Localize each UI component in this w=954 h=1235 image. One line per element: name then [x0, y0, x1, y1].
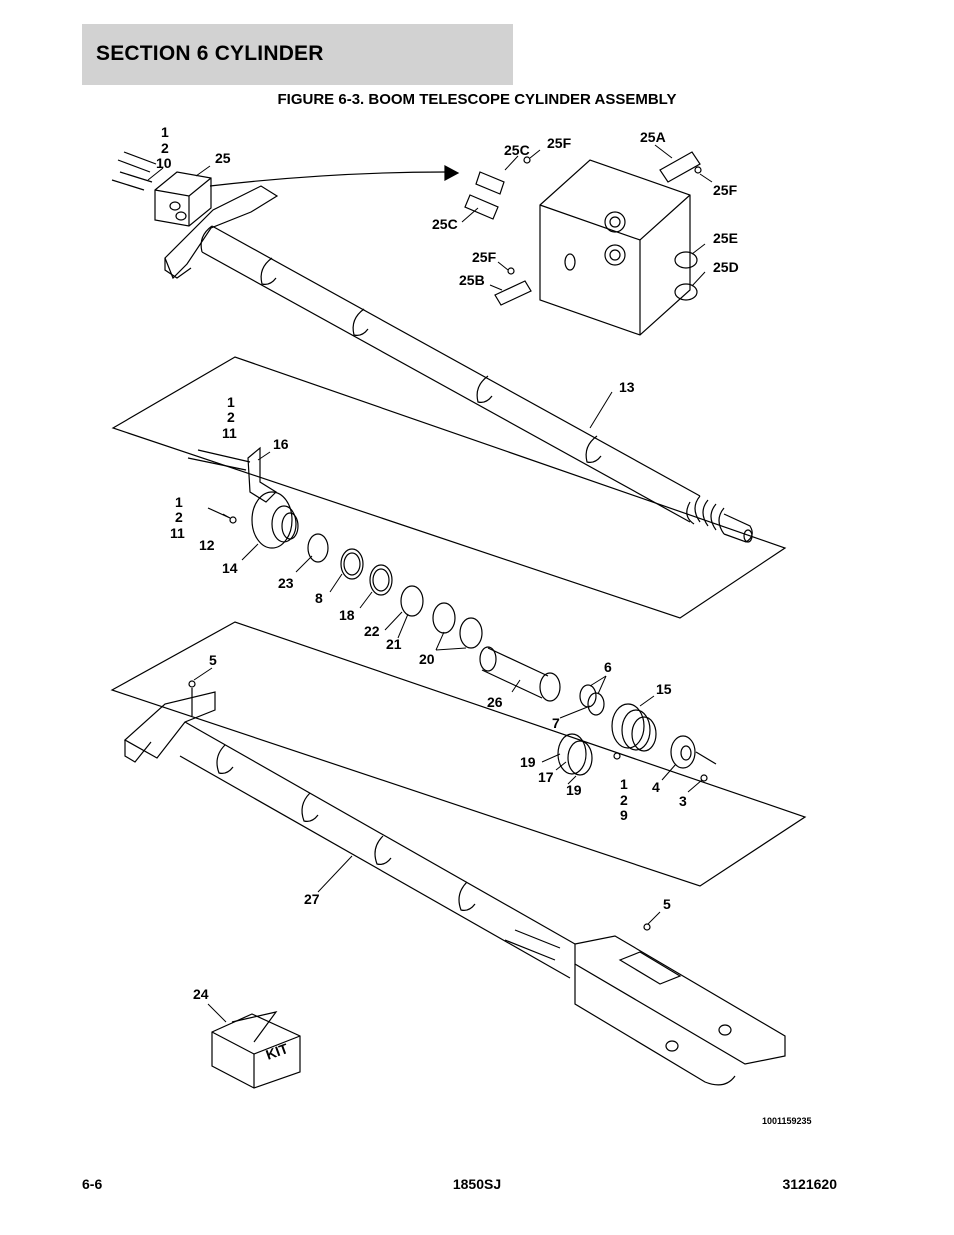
drawing-number: 1001159235 — [762, 1116, 812, 1126]
callout-25d: 25D — [713, 259, 739, 275]
callout-15: 15 — [656, 681, 672, 697]
callout-24: 24 — [193, 986, 209, 1002]
callout-10: 10 — [156, 155, 172, 171]
spacer-26 — [479, 646, 561, 702]
callout-25f-right: 25F — [713, 182, 738, 198]
callout-11-head: 11 — [222, 425, 237, 441]
callout-11-flange: 11 — [170, 525, 185, 541]
footer-page-number: 6-6 — [82, 1176, 103, 1192]
footer-model: 1850SJ — [452, 1176, 502, 1192]
callout-19-left: 19 — [520, 754, 536, 770]
callout-2-piston: 2 — [620, 792, 628, 808]
piston-15 — [611, 703, 657, 752]
detail-arrow — [209, 171, 446, 187]
ring-8 — [340, 548, 364, 580]
valve-block-detail — [464, 151, 702, 336]
callout-27: 27 — [304, 891, 320, 907]
leader-lines — [147, 144, 713, 1023]
cylinder-rod — [123, 680, 786, 1086]
callout-2-head: 2 — [227, 409, 235, 425]
callout-25f-left: 25F — [472, 249, 497, 265]
seal-kit-box — [211, 1011, 301, 1089]
callout-22: 22 — [364, 623, 380, 639]
callout-25: 25 — [215, 150, 231, 166]
callout-5-yoke: 5 — [663, 896, 671, 912]
section-tab — [82, 24, 513, 85]
callout-5-rod: 5 — [209, 652, 217, 668]
callout-2-top: 2 — [161, 140, 169, 156]
callout-25b: 25B — [459, 272, 485, 288]
callout-17: 17 — [538, 769, 554, 785]
cylinder-head-14-16 — [187, 446, 299, 549]
ring-22 — [400, 585, 424, 617]
callout-25f-top: 25F — [547, 135, 572, 151]
callout-9: 9 — [620, 807, 628, 823]
callout-8: 8 — [315, 590, 323, 606]
callout-23: 23 — [278, 575, 294, 591]
callout-6: 6 — [604, 659, 612, 675]
section-plane-lower — [110, 621, 807, 887]
callout-16: 16 — [273, 436, 289, 452]
callout-13: 13 — [619, 379, 635, 395]
cylinder-barrel — [164, 185, 753, 543]
callout-25e: 25E — [713, 230, 738, 246]
kit-label: KIT — [264, 1040, 291, 1063]
seal-17-19 — [557, 733, 593, 776]
wear-ring-20b — [459, 617, 483, 649]
valve-block-small — [154, 171, 212, 227]
callout-25a: 25A — [640, 129, 666, 145]
callout-1-head: 1 — [227, 394, 235, 410]
callout-1-top: 1 — [161, 124, 169, 140]
callout-1-flange: 1 — [175, 494, 183, 510]
ring-7 — [587, 692, 605, 716]
callout-25c-top: 25C — [504, 142, 530, 158]
callout-2-flange: 2 — [175, 509, 183, 525]
ring-18 — [369, 564, 393, 596]
o-ring-23 — [307, 533, 329, 563]
wear-ring-20a — [432, 602, 456, 634]
section-plane-upper — [111, 356, 787, 619]
callout-labels: 1 2 10 25 25C 25F 25A 25F 25C 25E 25F 25… — [156, 124, 812, 1126]
callout-3: 3 — [679, 793, 687, 809]
callout-26: 26 — [487, 694, 503, 710]
callout-4: 4 — [652, 779, 660, 795]
callout-1-piston: 1 — [620, 776, 628, 792]
callout-14: 14 — [222, 560, 238, 576]
section-title: SECTION 6 CYLINDER — [96, 42, 324, 65]
lock-nut-4 — [670, 735, 717, 782]
callout-25c-left: 25C — [432, 216, 458, 232]
callout-20: 20 — [419, 651, 435, 667]
callout-18: 18 — [339, 607, 355, 623]
callout-12: 12 — [199, 537, 215, 553]
figure-title: FIGURE 6-3. BOOM TELESCOPE CYLINDER ASSE… — [277, 91, 677, 108]
footer-manual-number: 3121620 — [782, 1176, 837, 1192]
callout-7: 7 — [552, 715, 560, 731]
callout-19-lower: 19 — [566, 782, 582, 798]
callout-21: 21 — [386, 636, 402, 652]
bolts-valve-mount — [111, 151, 157, 191]
